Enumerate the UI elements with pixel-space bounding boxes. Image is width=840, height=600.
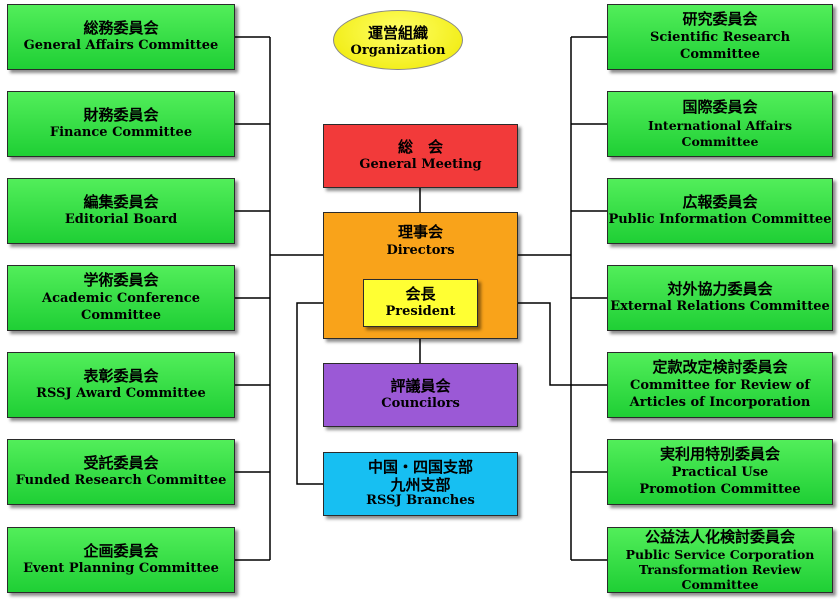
committee-name-jp: 編集委員会 <box>83 192 159 211</box>
committee-name-en: Academic Conference Committee <box>41 290 200 323</box>
organization-oval: 運営組織 Organization <box>333 10 463 70</box>
president-box[interactable]: 会長 President <box>363 279 478 327</box>
committee-name-jp: 国際委員会 <box>682 98 758 116</box>
committee-name-en: General Affairs Committee <box>23 38 219 54</box>
committee-international-affairs[interactable]: 国際委員会 International Affairs Committee <box>607 91 833 157</box>
organization-title-en: Organization <box>350 43 446 58</box>
committee-name-en: Editorial Board <box>64 212 178 228</box>
committee-name-jp: 広報委員会 <box>682 192 758 211</box>
general-meeting-en: General Meeting <box>359 157 482 173</box>
president-en: President <box>385 304 456 320</box>
branches-jp-line1: 中国・四国支部 <box>367 458 473 477</box>
committee-name-jp: 対外協力委員会 <box>667 279 773 298</box>
general-meeting-jp: 総 会 <box>397 137 443 156</box>
councilors-en: Councilors <box>381 396 460 412</box>
committee-scientific-research[interactable]: 研究委員会 Scientific Research Committee <box>607 4 833 70</box>
committee-name-jp: 実利用特別委員会 <box>659 445 780 464</box>
committee-name-jp: 企画委員会 <box>83 541 159 560</box>
committee-name-en: RSSJ Award Committee <box>36 386 206 402</box>
committee-name-en: Funded Research Committee <box>15 473 227 489</box>
committee-name-en: External Relations Committee <box>610 299 830 315</box>
committee-articles-review[interactable]: 定款改定検討委員会 Committee for Review of Articl… <box>607 352 833 418</box>
committee-name-jp: 財務委員会 <box>83 105 159 124</box>
committee-funded-research[interactable]: 受託委員会 Funded Research Committee <box>7 439 235 505</box>
committee-name-jp: 定款改定検討委員会 <box>652 358 788 377</box>
general-meeting-box[interactable]: 総 会 General Meeting <box>323 124 518 188</box>
directors-jp: 理事会 <box>397 223 443 241</box>
councilors-box[interactable]: 評議員会 Councilors <box>323 363 518 427</box>
committee-name-en: Scientific Research Committee <box>649 29 791 62</box>
committee-name-en: Practical Use Promotion Committee <box>639 464 801 497</box>
branches-en: RSSJ Branches <box>366 492 475 508</box>
president-jp: 会長 <box>405 284 436 303</box>
committee-name-en: International Affairs Committee <box>647 117 792 149</box>
committee-external-relations[interactable]: 対外協力委員会 External Relations Committee <box>607 265 833 331</box>
committee-name-en: Committee for Review of Articles of Inco… <box>629 377 811 410</box>
committee-name-jp: 研究委員会 <box>682 10 758 29</box>
committee-name-jp: 総務委員会 <box>83 18 159 37</box>
committee-general-affairs[interactable]: 総務委員会 General Affairs Committee <box>7 4 235 70</box>
committee-event-planning[interactable]: 企画委員会 Event Planning Committee <box>7 527 235 593</box>
committee-name-en: Public Information Committee <box>608 212 832 228</box>
directors-en: Directors <box>386 242 455 258</box>
committee-award[interactable]: 表彰委員会 RSSJ Award Committee <box>7 352 235 418</box>
committee-name-jp: 受託委員会 <box>83 453 159 472</box>
committee-practical-use[interactable]: 実利用特別委員会 Practical Use Promotion Committ… <box>607 439 833 505</box>
committee-name-en: Finance Committee <box>49 125 193 141</box>
organization-title-jp: 運営組織 <box>367 24 428 42</box>
committee-finance[interactable]: 財務委員会 Finance Committee <box>7 91 235 157</box>
committee-name-en: Public Service Corporation Transformatio… <box>625 547 815 593</box>
committee-public-service-corporation[interactable]: 公益法人化検討委員会 Public Service Corporation Tr… <box>607 527 833 593</box>
committee-name-en: Event Planning Committee <box>23 561 219 577</box>
committee-public-information[interactable]: 広報委員会 Public Information Committee <box>607 178 833 244</box>
councilors-jp: 評議員会 <box>390 376 451 395</box>
committee-editorial-board[interactable]: 編集委員会 Editorial Board <box>7 178 235 244</box>
committee-name-jp: 表彰委員会 <box>83 366 159 385</box>
committee-name-jp: 学術委員会 <box>83 271 159 290</box>
branches-box[interactable]: 中国・四国支部 九州支部 RSSJ Branches <box>323 452 518 516</box>
committee-academic-conference[interactable]: 学術委員会 Academic Conference Committee <box>7 265 235 331</box>
committee-name-jp: 公益法人化検討委員会 <box>644 527 795 546</box>
branches-jp-line2: 九州支部 <box>390 475 451 494</box>
